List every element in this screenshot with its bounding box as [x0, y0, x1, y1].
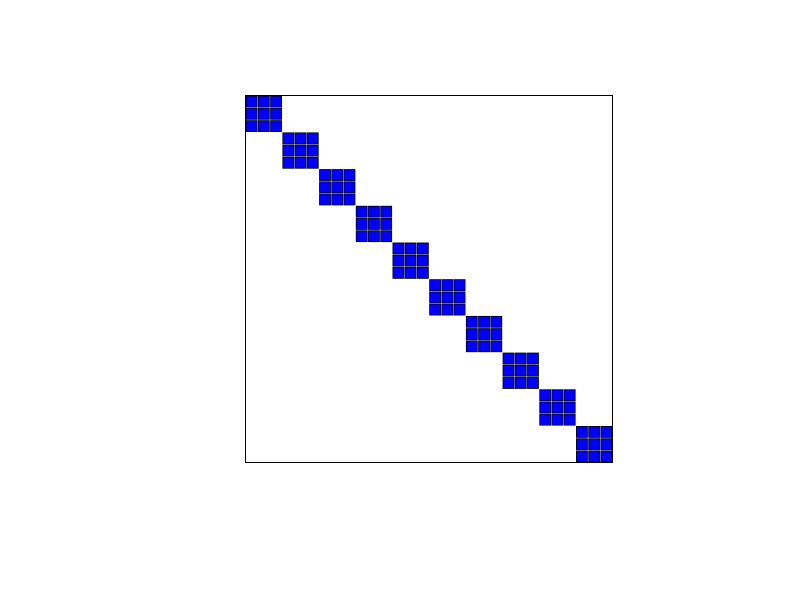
nonzero-marker-r27-c29: [600, 426, 613, 438]
nonzero-marker-r22-c23: [527, 364, 539, 377]
nonzero-marker-r10-c11: [380, 218, 393, 230]
nonzero-marker-r4-c3: [282, 144, 295, 157]
nonzero-marker-r8-c7: [331, 193, 344, 206]
nonzero-marker-r21-c21: [502, 352, 515, 365]
nonzero-marker-r29-c27: [576, 450, 588, 463]
nonzero-marker-r11-c9: [355, 230, 368, 243]
nonzero-marker-r10-c10: [368, 218, 380, 230]
nonzero-marker-r2-c0: [245, 120, 258, 132]
nonzero-marker-r18-c20: [490, 315, 503, 328]
nonzero-marker-r19-c18: [465, 328, 478, 340]
nonzero-marker-r17-c16: [441, 303, 454, 316]
nonzero-markers: [245, 95, 613, 463]
nonzero-marker-r0-c1: [257, 95, 270, 108]
nonzero-marker-r9-c11: [380, 205, 393, 218]
nonzero-marker-r26-c26: [563, 413, 576, 426]
nonzero-marker-r25-c26: [563, 401, 576, 414]
nonzero-marker-r28-c28: [588, 438, 601, 451]
nonzero-marker-r10-c9: [355, 218, 368, 230]
nonzero-marker-r15-c17: [453, 279, 466, 292]
nonzero-marker-r28-c27: [576, 438, 588, 451]
nonzero-marker-r28-c29: [600, 438, 613, 451]
nonzero-marker-r7-c7: [331, 181, 344, 194]
nonzero-marker-r14-c14: [416, 266, 429, 279]
nonzero-marker-r18-c18: [465, 315, 478, 328]
nonzero-marker-r9-c10: [368, 205, 380, 218]
nonzero-marker-r24-c26: [563, 389, 576, 402]
nonzero-marker-r16-c16: [441, 291, 454, 304]
nonzero-marker-r23-c23: [527, 377, 539, 389]
nonzero-marker-r20-c20: [490, 340, 503, 353]
nonzero-marker-r7-c8: [343, 181, 356, 194]
nonzero-marker-r14-c12: [392, 266, 405, 279]
nonzero-marker-r26-c24: [539, 413, 552, 426]
nonzero-marker-r6-c7: [331, 169, 344, 181]
nonzero-marker-r21-c23: [527, 352, 539, 365]
nonzero-marker-r5-c5: [306, 156, 319, 169]
nonzero-marker-r0-c2: [270, 95, 282, 108]
nonzero-marker-r13-c14: [416, 254, 429, 267]
nonzero-marker-r16-c17: [453, 291, 466, 304]
nonzero-marker-r29-c29: [600, 450, 613, 463]
nonzero-marker-r20-c18: [465, 340, 478, 353]
nonzero-marker-r18-c19: [478, 315, 490, 328]
nonzero-marker-r25-c25: [551, 401, 564, 414]
nonzero-marker-r13-c12: [392, 254, 405, 267]
nonzero-marker-r29-c28: [588, 450, 601, 463]
nonzero-marker-r8-c6: [319, 193, 331, 206]
nonzero-marker-r16-c15: [429, 291, 442, 304]
nonzero-marker-r3-c4: [294, 132, 307, 145]
nonzero-marker-r12-c12: [392, 242, 405, 255]
nonzero-marker-r14-c13: [404, 266, 417, 279]
nonzero-marker-r27-c28: [588, 426, 601, 438]
nonzero-marker-r7-c6: [319, 181, 331, 194]
nonzero-marker-r6-c6: [319, 169, 331, 181]
nonzero-marker-r12-c14: [416, 242, 429, 255]
nonzero-marker-r0-c0: [245, 95, 258, 108]
nonzero-marker-r4-c4: [294, 144, 307, 157]
nonzero-marker-r17-c15: [429, 303, 442, 316]
nonzero-marker-r1-c1: [257, 107, 270, 120]
nonzero-marker-r23-c22: [514, 377, 527, 389]
nonzero-marker-r11-c11: [380, 230, 393, 243]
nonzero-marker-r6-c8: [343, 169, 356, 181]
nonzero-marker-r13-c13: [404, 254, 417, 267]
nonzero-marker-r2-c2: [270, 120, 282, 132]
nonzero-marker-r21-c22: [514, 352, 527, 365]
nonzero-marker-r1-c0: [245, 107, 258, 120]
nonzero-marker-r19-c20: [490, 328, 503, 340]
nonzero-marker-r26-c25: [551, 413, 564, 426]
nonzero-marker-r23-c21: [502, 377, 515, 389]
nonzero-marker-r22-c22: [514, 364, 527, 377]
nonzero-marker-r3-c5: [306, 132, 319, 145]
nonzero-marker-r9-c9: [355, 205, 368, 218]
plot-area-frame: [245, 95, 613, 463]
nonzero-marker-r3-c3: [282, 132, 295, 145]
nonzero-marker-r5-c3: [282, 156, 295, 169]
nonzero-marker-r11-c10: [368, 230, 380, 243]
nonzero-marker-r20-c19: [478, 340, 490, 353]
nonzero-marker-r27-c27: [576, 426, 588, 438]
nonzero-marker-r17-c17: [453, 303, 466, 316]
nonzero-marker-r24-c24: [539, 389, 552, 402]
nonzero-marker-r5-c4: [294, 156, 307, 169]
nonzero-marker-r19-c19: [478, 328, 490, 340]
nonzero-marker-r1-c2: [270, 107, 282, 120]
nonzero-marker-r2-c1: [257, 120, 270, 132]
nonzero-marker-r15-c16: [441, 279, 454, 292]
nonzero-marker-r25-c24: [539, 401, 552, 414]
nonzero-marker-r4-c5: [306, 144, 319, 157]
nonzero-marker-r22-c21: [502, 364, 515, 377]
nonzero-marker-r15-c15: [429, 279, 442, 292]
nonzero-marker-r12-c13: [404, 242, 417, 255]
nonzero-marker-r8-c8: [343, 193, 356, 206]
nonzero-marker-r24-c25: [551, 389, 564, 402]
